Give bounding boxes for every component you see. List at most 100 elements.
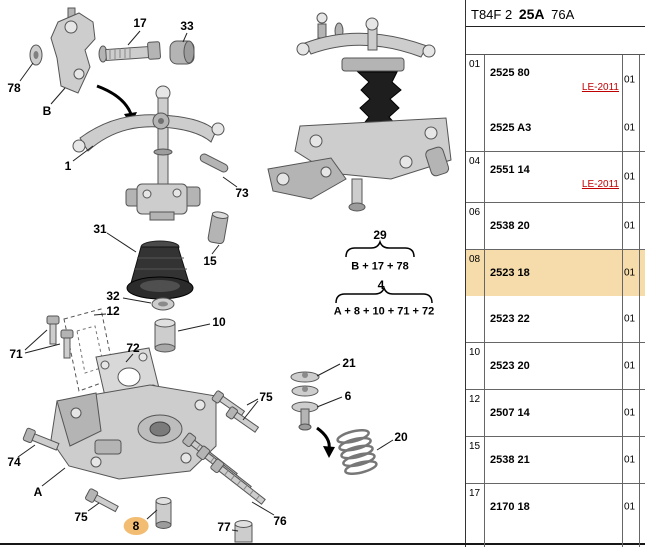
part-row[interactable]: 2523 22 01 [484,296,645,342]
callout-10[interactable]: 10 [212,315,226,329]
part-qty: 01 [624,171,636,183]
part-number: 2525 A3 [490,122,532,134]
callout-17[interactable]: 17 [133,16,147,30]
part-qty: 01 [624,220,636,232]
item-index: 06 [469,207,481,218]
callout-75-lower[interactable]: 75 [74,510,88,524]
part-21-washers [290,371,320,397]
part-32-ring [151,297,175,311]
callout-33[interactable]: 33 [180,19,194,33]
part-75-bolts-upper [211,390,260,433]
part-8-stud [155,497,172,529]
part-qty: 01 [624,360,636,372]
callout-15[interactable]: 15 [203,254,217,268]
part-number: 2523 18 [490,267,530,279]
catalog-code-main: 25A [518,6,545,22]
parts-group-04: 04 2551 14 LE-2011 01 [466,151,645,202]
callout-75-upper[interactable]: 75 [259,390,273,404]
callout-4[interactable]: 4 [377,278,385,292]
index-column-divider [484,55,485,547]
part-qty: 01 [624,313,636,325]
item-index: 01 [469,59,481,70]
part-number: 2523 20 [490,360,530,372]
callout-1[interactable]: 1 [64,159,72,173]
part-74-bolt [22,427,60,451]
callout-76[interactable]: 76 [273,514,287,528]
part-row[interactable]: 2551 14 LE-2011 01 [484,152,645,202]
part-15-sleeve [207,211,229,245]
callout-formula-4[interactable]: A + 8 + 10 + 71 + 72 [333,305,435,318]
item-index: 04 [469,156,481,167]
part-qty: 01 [624,501,636,513]
item-index: 08 [469,254,481,265]
part-B-bracket [50,7,96,94]
part-number: 2523 22 [490,313,530,325]
part-6-seat [291,401,319,431]
page-border-bottom [0,543,645,545]
callout-20[interactable]: 20 [394,430,408,444]
callout-31[interactable]: 31 [93,222,107,236]
part-note: LE-2011 [581,82,619,93]
callout-29[interactable]: 29 [373,228,387,242]
part-17-bolt [98,41,161,63]
callout-71[interactable]: 71 [9,347,23,361]
part-clamp [125,183,201,221]
part-number: 2507 14 [490,407,530,419]
part-number: 2551 14 [490,164,530,176]
item-index: 15 [469,441,481,452]
part-number: 2525 80 [490,67,530,79]
part-qty: 01 [624,74,636,86]
catalog-code-suffix: 76A [551,7,575,22]
callout-formula-29[interactable]: B + 17 + 78 [351,260,409,273]
part-row[interactable]: 2523 20 01 [484,343,645,389]
brace-group-4 [335,285,433,304]
part-A-housing [50,384,217,480]
part-73-pin [199,153,229,173]
part-78-washer [29,44,43,66]
callout-8[interactable]: 8 [123,517,149,535]
part-20-spring [336,429,378,475]
item-index: 17 [469,488,481,499]
part-note: LE-2011 [581,179,619,190]
callout-21[interactable]: 21 [342,356,356,370]
catalog-code-prefix: T84F 2 [471,7,513,22]
part-row[interactable]: 2525 80 LE-2011 01 [484,55,645,105]
callout-12[interactable]: 12 [106,304,120,318]
callout-A[interactable]: A [33,485,43,499]
motion-arrow-bottom [316,426,335,458]
part-31-boot [126,240,194,300]
brace-group-29 [345,239,415,258]
item-index: 10 [469,347,481,358]
item-index: 12 [469,394,481,405]
callout-72[interactable]: 72 [126,341,140,355]
callout-74[interactable]: 74 [7,455,21,469]
callout-32[interactable]: 32 [106,289,120,303]
callout-B[interactable]: B [42,104,52,118]
table-header: T84F 2 25A 76A [466,0,645,27]
callout-77[interactable]: 77 [217,520,231,534]
part-number: 2538 21 [490,454,530,466]
callout-78[interactable]: 78 [7,81,21,95]
part-33-cap [169,40,195,65]
part-77-bushing [234,520,253,543]
assembled-view [267,12,452,212]
selected-row-highlight [466,250,645,296]
callout-6[interactable]: 6 [344,389,352,403]
callout-73[interactable]: 73 [235,186,249,200]
part-76-screws [182,432,266,505]
part-75-bolt-lower [85,488,119,513]
right-column-divider [639,55,640,547]
